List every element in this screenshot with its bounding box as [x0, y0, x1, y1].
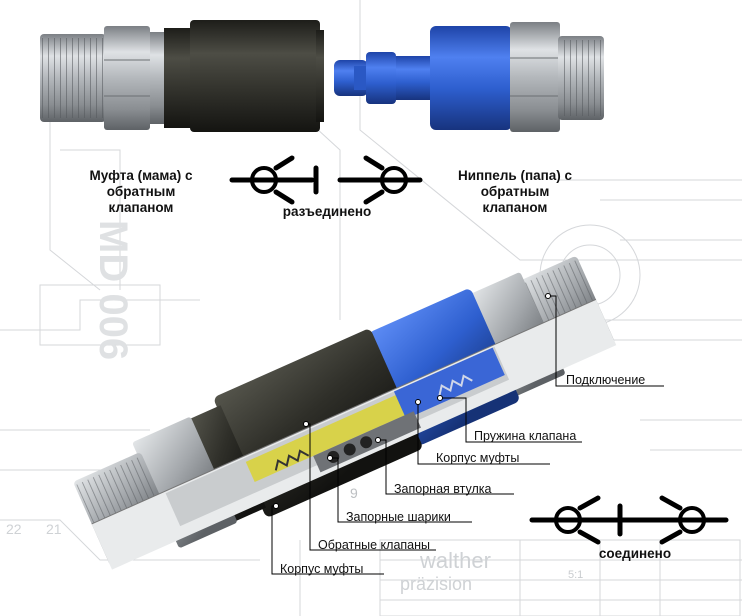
male-nipple	[334, 22, 604, 132]
male-caption-line1: Ниппель (папа) с	[457, 168, 573, 183]
male-nipple-caption: Ниппель (папа) с обратным клапаном	[440, 168, 590, 216]
number-22-mark: 22	[6, 521, 22, 537]
brand-mark-line1: walther	[419, 548, 491, 573]
female-caption-line1: Муфта (мама) с	[89, 168, 193, 183]
disconnected-label: разъединено	[282, 204, 372, 219]
female-caption-line3: клапаном	[108, 200, 174, 215]
connected-label: соединено	[598, 546, 672, 561]
number-21-mark: 21	[46, 521, 62, 537]
check-valve-symbol-right	[337, 155, 423, 205]
drawing-code-mark: MD 006	[91, 220, 135, 360]
brand-mark-line2: präzision	[400, 574, 472, 594]
check-valve-symbol-left	[229, 155, 319, 205]
female-caption-line2: обратным	[106, 184, 176, 199]
callout-connection: Подключение	[566, 373, 646, 387]
male-caption-line2: обратным	[480, 184, 550, 199]
cutaway-assembly	[74, 256, 617, 570]
leader-dots	[273, 293, 551, 509]
callout-coupling-body-right: Корпус муфты	[436, 451, 520, 465]
number-9-mark: 9	[350, 485, 358, 501]
callout-check-valves: Обратные клапаны	[318, 538, 431, 552]
callout-coupling-body-left: Корпус муфты	[280, 562, 364, 576]
callout-locking-balls: Запорные шарики	[346, 510, 451, 524]
callout-locking-sleeve: Запорная втулка	[394, 482, 492, 496]
table-scale-mark: 5:1	[568, 569, 583, 581]
male-caption-line3: клапаном	[482, 200, 548, 215]
callout-valve-spring: Пружина клапана	[474, 429, 577, 443]
female-coupling	[40, 20, 324, 132]
female-coupling-caption: Муфта (мама) с обратным клапаном	[66, 168, 216, 216]
connected-symbol	[529, 495, 729, 545]
